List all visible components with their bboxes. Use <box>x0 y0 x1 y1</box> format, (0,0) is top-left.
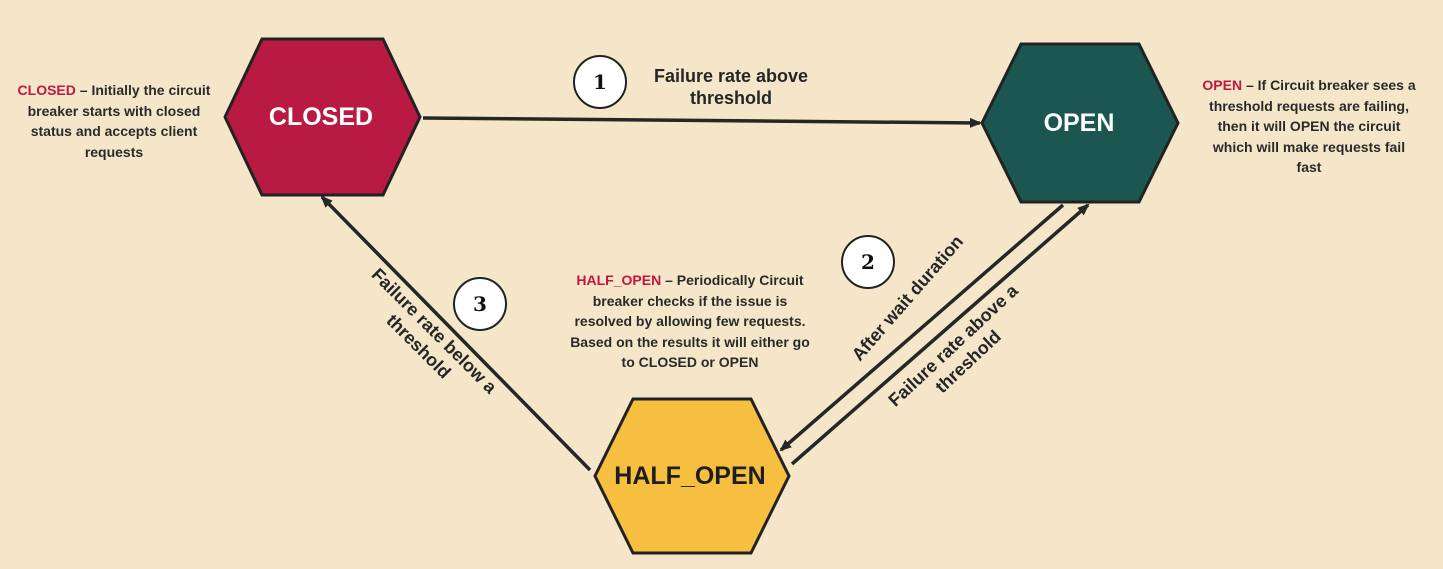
closed-to-open-label: Failure rate above threshold <box>654 66 808 108</box>
arrow-half-open-to-open <box>790 203 1090 466</box>
step-1-badge: 1 <box>573 55 627 109</box>
half-open-note-text: – Periodically Circuit breaker checks if… <box>570 272 810 371</box>
closed-note-key: CLOSED <box>17 82 76 98</box>
half-open-note-key: HALF_OPEN <box>576 272 662 288</box>
state-open: OPEN <box>980 42 1180 204</box>
closed-note-text: – Initially the circuit breaker starts w… <box>27 82 211 160</box>
state-half-open: HALF_OPEN <box>593 397 791 555</box>
half-open-state-label: HALF_OPEN <box>614 462 765 490</box>
arrow-half-open-to-closed <box>320 195 592 472</box>
closed-note: CLOSED – Initially the circuit breaker s… <box>8 80 220 162</box>
step-2-number: 2 <box>861 250 875 274</box>
step-1-number: 1 <box>593 70 607 94</box>
closed-to-open-label-line-2: threshold <box>690 88 772 108</box>
open-note-key: OPEN <box>1202 77 1243 93</box>
arrow-open-to-half-open <box>779 203 1065 452</box>
arrow-closed-to-open <box>422 116 982 128</box>
closed-state-label: CLOSED <box>269 103 373 131</box>
half-open-hexagon <box>593 397 791 555</box>
open-note-text: – If Circuit breaker sees a threshold re… <box>1209 77 1416 176</box>
open-hexagon <box>980 42 1180 204</box>
open-state-label: OPEN <box>1044 109 1115 137</box>
closed-hexagon <box>223 37 422 197</box>
state-closed: CLOSED <box>223 37 422 197</box>
half-open-note: HALF_OPEN – Periodically Circuit breaker… <box>563 270 817 373</box>
closed-to-open-label-line-1: Failure rate above <box>654 66 808 86</box>
open-note: OPEN – If Circuit breaker sees a thresho… <box>1199 75 1419 178</box>
step-3-badge: 3 <box>453 277 507 331</box>
step-2-badge: 2 <box>841 235 895 289</box>
step-3-number: 3 <box>473 292 487 316</box>
